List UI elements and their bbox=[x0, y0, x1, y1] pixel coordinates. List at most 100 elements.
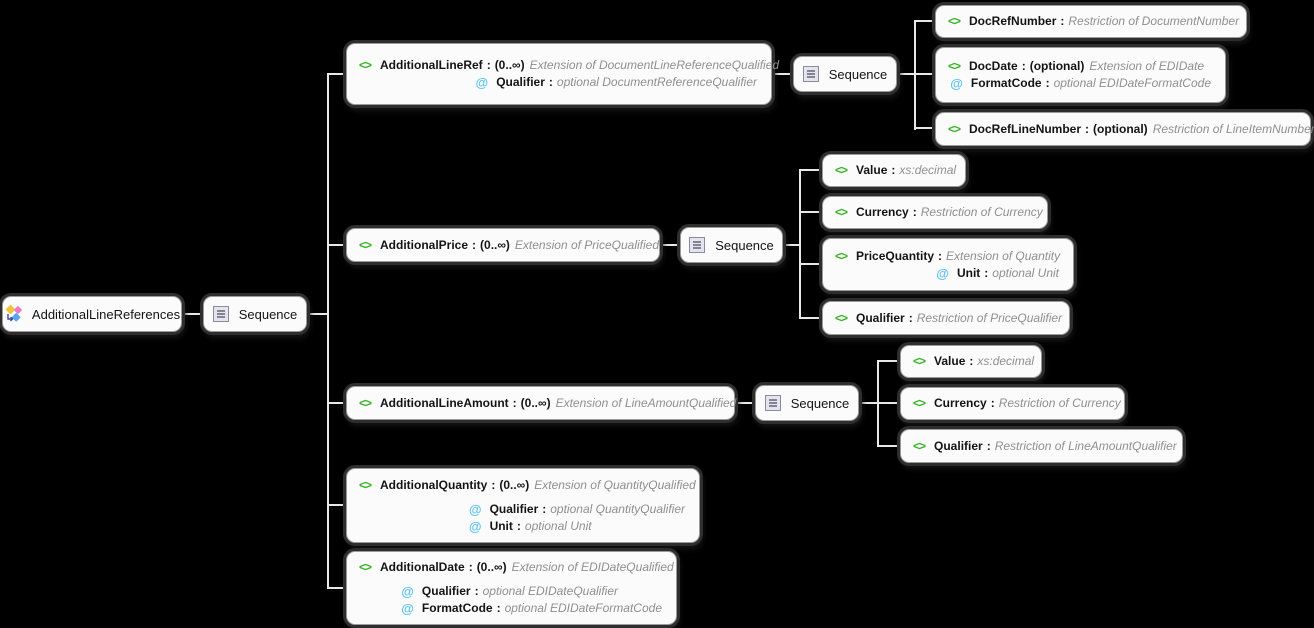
node-additionalprice[interactable]: <> AdditionalPrice : (0..∞) Extension of… bbox=[346, 228, 660, 262]
occurrence: (optional) bbox=[1029, 59, 1085, 73]
occurrence: (0..∞) bbox=[494, 58, 525, 72]
attribute-type: optional EDIDateFormatCode bbox=[1053, 76, 1211, 90]
attribute-icon: @ bbox=[468, 501, 482, 517]
element-row: <> Value : xs:decimal bbox=[913, 353, 1034, 370]
node-price-value[interactable]: <> Value : xs:decimal bbox=[822, 154, 966, 187]
connector-line bbox=[799, 169, 822, 171]
separator: : bbox=[474, 584, 479, 598]
separator: : bbox=[548, 75, 553, 89]
element-type: Restriction of Currency bbox=[920, 205, 1043, 219]
element-name: Value bbox=[934, 354, 966, 368]
node-additionallineref[interactable]: <> AdditionalLineRef : (0..∞) Extension … bbox=[346, 43, 779, 105]
connector-line bbox=[877, 402, 900, 404]
separator: : bbox=[516, 518, 521, 533]
connector-line bbox=[877, 360, 900, 362]
node-additionallinereferences[interactable]: AdditionalLineReferences bbox=[2, 296, 182, 332]
element-type: Restriction of Currency bbox=[998, 396, 1121, 410]
separator: : bbox=[472, 237, 477, 252]
node-amount-qualifier[interactable]: <> Qualifier : Restriction of LineAmount… bbox=[900, 429, 1183, 463]
element-row: <> Currency : Restriction of Currency bbox=[913, 395, 1121, 412]
attribute-row: @ Unit : optional Unit bbox=[469, 518, 685, 535]
element-type: Restriction of PriceQualifier bbox=[916, 310, 1063, 325]
sequence-node[interactable]: Sequence bbox=[680, 227, 783, 263]
separator: : bbox=[542, 501, 547, 516]
element-type: xs:decimal bbox=[899, 163, 957, 177]
node-amount-currency[interactable]: <> Currency : Restriction of Currency bbox=[900, 387, 1125, 420]
attribute-row: @ FormatCode : optional EDIDateFormatCod… bbox=[401, 600, 662, 617]
element-name: DocRefLineNumber bbox=[969, 121, 1082, 136]
element-name: DocDate bbox=[969, 59, 1018, 73]
separator: : bbox=[912, 205, 917, 219]
element-row: <> Currency : Restriction of Currency bbox=[835, 204, 1043, 221]
occurrence: (0..∞) bbox=[476, 560, 507, 574]
node-docdate[interactable]: <> DocDate : (optional) Extension of EDI… bbox=[935, 47, 1226, 103]
attribute-type: optional EDIDateQualifier bbox=[482, 584, 618, 598]
sequence-icon bbox=[212, 306, 229, 322]
connector-line bbox=[799, 263, 822, 265]
separator: : bbox=[486, 58, 491, 72]
connector-line bbox=[735, 402, 755, 404]
sequence-label: Sequence bbox=[790, 395, 850, 411]
attribute-name: Unit bbox=[956, 265, 981, 280]
attribute-name: Qualifier bbox=[496, 75, 545, 89]
element-icon: <> bbox=[835, 163, 848, 177]
element-type: Extension of EDIDateQualified bbox=[511, 560, 674, 574]
sequence-node[interactable]: Sequence bbox=[755, 385, 859, 421]
node-pricequantity[interactable]: <> PriceQuantity : Extension of Quantity… bbox=[822, 238, 1074, 291]
element-name: Qualifier bbox=[856, 310, 905, 325]
node-docrefnumber[interactable]: <> DocRefNumber : Restriction of Documen… bbox=[935, 5, 1247, 38]
node-docreflinenumber[interactable]: <> DocRefLineNumber : (optional) Restric… bbox=[935, 112, 1314, 146]
connector-line bbox=[772, 73, 793, 75]
element-type: Extension of DocumentLineReferenceQualif… bbox=[529, 58, 780, 72]
connector-line bbox=[783, 244, 801, 246]
element-type: Extension of QuantityQualified bbox=[534, 477, 696, 492]
occurrence: (0..∞) bbox=[520, 395, 551, 410]
attribute-name: Qualifier bbox=[421, 584, 471, 598]
sequence-icon bbox=[764, 395, 781, 411]
connector-line bbox=[327, 587, 346, 589]
element-row: <> DocRefLineNumber : (optional) Restric… bbox=[948, 121, 1314, 138]
connector-line bbox=[327, 244, 346, 246]
sequence-label: Sequence bbox=[715, 237, 774, 253]
element-name: AdditionalQuantity bbox=[380, 477, 488, 492]
node-additionaldate[interactable]: <> AdditionalDate : (0..∞) Extension of … bbox=[346, 551, 677, 625]
node-additionalquantity[interactable]: <> AdditionalQuantity : (0..∞) Extension… bbox=[346, 468, 700, 543]
sequence-label: Sequence bbox=[238, 306, 298, 322]
element-icon: <> bbox=[359, 477, 372, 492]
separator: : bbox=[986, 438, 991, 453]
element-type: Extension of EDIDate bbox=[1089, 59, 1205, 73]
node-additionallineamount[interactable]: <> AdditionalLineAmount : (0..∞) Extensi… bbox=[346, 386, 737, 420]
element-icon: <> bbox=[359, 237, 372, 252]
separator: : bbox=[1045, 76, 1050, 90]
attribute-type: optional EDIDateFormatCode bbox=[504, 601, 662, 615]
attribute-name: FormatCode bbox=[421, 601, 493, 615]
connector-line bbox=[799, 211, 822, 213]
attribute-row: @ Unit : optional Unit bbox=[936, 265, 1059, 282]
element-row: <> DocRefNumber : Restriction of Documen… bbox=[948, 13, 1239, 30]
attribute-row: @ Qualifier : optional QuantityQualifier bbox=[469, 501, 685, 518]
element-icon: <> bbox=[835, 248, 848, 263]
sequence-label: Sequence bbox=[828, 66, 888, 82]
element-name: PriceQuantity bbox=[856, 248, 935, 263]
separator: : bbox=[468, 560, 473, 574]
element-name: AdditionalDate bbox=[380, 560, 465, 574]
separator: : bbox=[908, 310, 913, 325]
node-price-currency[interactable]: <> Currency : Restriction of Currency bbox=[822, 196, 1048, 229]
attribute-icon: @ bbox=[401, 584, 414, 599]
attribute-icon: @ bbox=[475, 75, 489, 90]
attribute-name: FormatCode bbox=[970, 76, 1042, 90]
element-type: Extension of LineAmountQualified bbox=[555, 395, 737, 410]
element-name: Currency bbox=[934, 396, 987, 410]
connector-line bbox=[327, 73, 329, 589]
attribute-icon: @ bbox=[936, 265, 949, 281]
sequence-node[interactable]: Sequence bbox=[793, 56, 897, 92]
sequence-icon bbox=[802, 66, 819, 82]
node-price-qualifier[interactable]: <> Qualifier : Restriction of PriceQuali… bbox=[822, 301, 1070, 335]
sequence-node[interactable]: Sequence bbox=[203, 296, 307, 332]
element-type: Restriction of LineItemNumber bbox=[1152, 121, 1314, 136]
node-amount-value[interactable]: <> Value : xs:decimal bbox=[900, 345, 1042, 378]
attribute-type: optional DocumentReferenceQualifier bbox=[556, 75, 757, 89]
element-type: Restriction of LineAmountQualifier bbox=[994, 438, 1177, 453]
separator: : bbox=[512, 395, 517, 410]
attribute-icon: @ bbox=[401, 601, 414, 616]
